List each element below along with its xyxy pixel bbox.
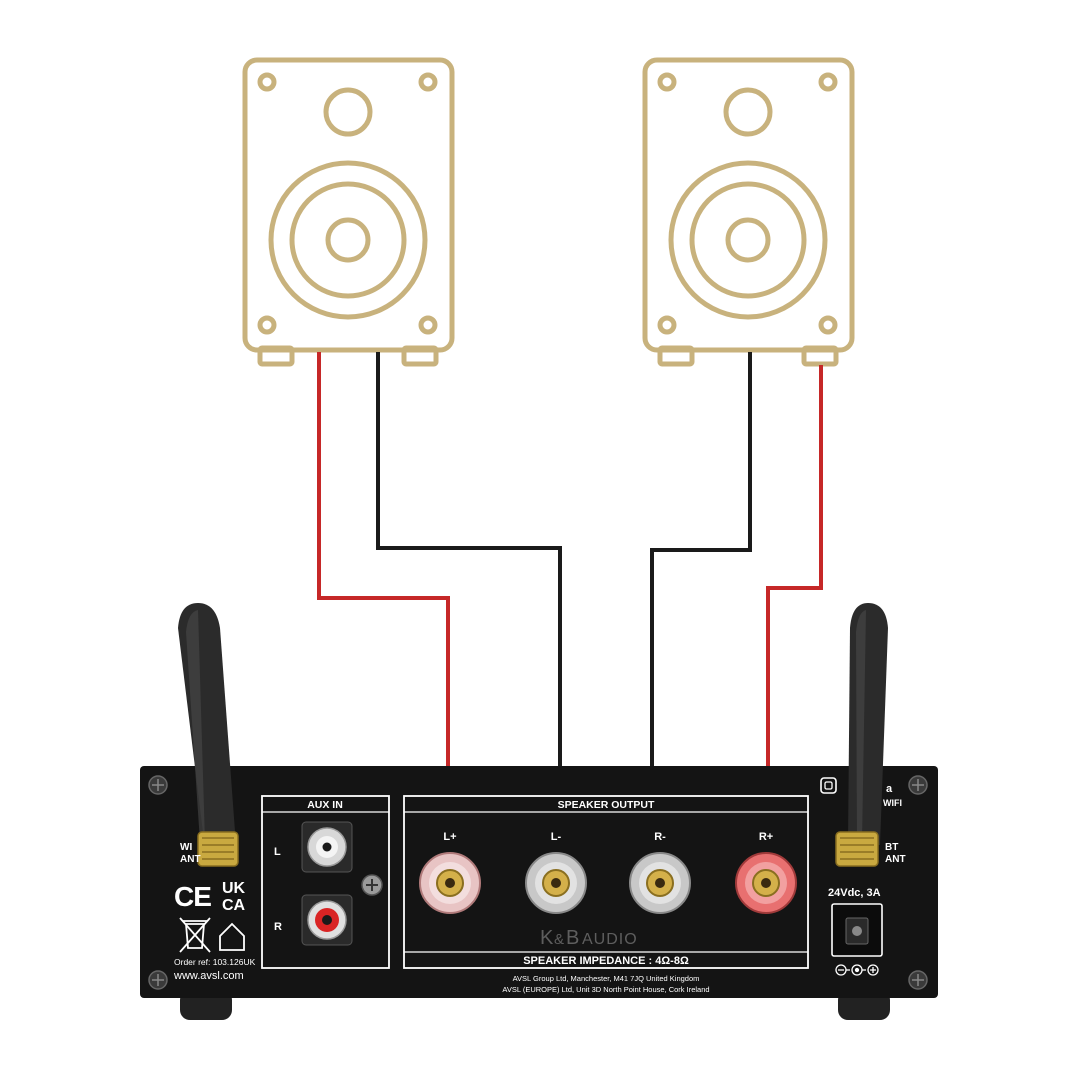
left-positive-wire — [317, 352, 450, 770]
right-negative-wire — [650, 352, 752, 770]
right-speaker-cabinet — [642, 57, 855, 353]
speaker-output-box — [403, 795, 809, 969]
left-speaker-screw-tr — [418, 72, 438, 92]
left-speaker-dustcap — [325, 217, 371, 263]
left-speaker-tweeter — [323, 87, 373, 137]
aux-in-box — [261, 795, 390, 969]
aux-r-label: R — [274, 921, 282, 933]
right-speaker-screw-bl — [657, 315, 677, 335]
right-speaker-foot-right — [801, 345, 839, 367]
bt-ant-label-2: ANT — [885, 854, 906, 865]
right-speaker — [642, 57, 855, 367]
wifi-top-label: WIFI — [883, 798, 902, 808]
left-speaker-foot-left — [257, 345, 295, 367]
kb-audio-logo: K & B AUDIO — [540, 927, 638, 949]
ukca-mark-line2: CA — [222, 897, 246, 914]
right-speaker-screw-tl — [657, 72, 677, 92]
left-speaker-woofer-outer — [268, 160, 428, 320]
right-speaker-foot-left — [657, 345, 695, 367]
bt-ant-label-1: BT — [885, 842, 898, 853]
website: www.avsl.com — [173, 970, 244, 982]
brand-b: B — [566, 927, 579, 949]
binding-post-r-plus[interactable] — [735, 852, 797, 914]
aux-l-rca-jack[interactable] — [301, 821, 353, 873]
left-negative-wire — [376, 352, 562, 770]
order-ref: Order ref: 103.126UK — [174, 957, 256, 967]
wifi-antenna-icon — [178, 603, 239, 867]
app-icon — [820, 777, 837, 794]
left-speaker-screw-bl — [257, 315, 277, 335]
speaker-output-title: SPEAKER OUTPUT — [558, 799, 655, 811]
terminal-label-l-minus: L- — [551, 831, 562, 843]
brand-ampersand: & — [554, 931, 564, 948]
right-speaker-screw-tr — [818, 72, 838, 92]
binding-post-l-plus[interactable] — [419, 852, 481, 914]
speaker-impedance: SPEAKER IMPEDANCE : 4Ω-8Ω — [523, 955, 689, 967]
panel-screws — [148, 775, 928, 990]
dc-power-jack[interactable] — [831, 903, 883, 957]
aux-in-title: AUX IN — [307, 799, 343, 811]
crossed-bin-icon — [179, 917, 211, 953]
left-speaker — [242, 57, 455, 367]
dc-polarity-icon — [835, 964, 879, 976]
terminal-label-r-minus: R- — [654, 831, 666, 843]
right-positive-wire — [766, 365, 823, 770]
ce-mark: CE — [174, 881, 211, 912]
brand-audio: AUDIO — [582, 931, 638, 948]
right-speaker-dustcap — [725, 217, 771, 263]
aux-l-label: L — [274, 846, 281, 858]
binding-post-l-minus[interactable] — [525, 852, 587, 914]
right-speaker-tweeter — [723, 87, 773, 137]
power-label: 24Vdc, 3A — [828, 887, 881, 899]
ground-screw — [361, 874, 383, 896]
wifi-ant-label-1: WI — [180, 842, 192, 853]
right-speaker-screw-br — [818, 315, 838, 335]
left-speaker-screw-br — [418, 315, 438, 335]
left-speaker-woofer-inner — [289, 181, 407, 299]
terminal-label-l-plus: L+ — [443, 831, 456, 843]
left-speaker-cabinet — [242, 57, 455, 353]
bt-antenna-icon — [835, 603, 888, 867]
aux-r-rca-jack[interactable] — [301, 894, 353, 946]
binding-post-r-minus[interactable] — [629, 852, 691, 914]
terminal-label-r-plus: R+ — [759, 831, 773, 843]
app-label: a — [886, 783, 893, 795]
house-icon — [219, 922, 245, 951]
right-speaker-woofer-inner — [689, 181, 807, 299]
wifi-ant-label-2: ANT — [180, 854, 201, 865]
left-speaker-foot-right — [401, 345, 439, 367]
right-speaker-woofer-outer — [668, 160, 828, 320]
ukca-mark-line1: UK — [222, 880, 246, 897]
left-speaker-screw-tl — [257, 72, 277, 92]
address-line-2: AVSL (EUROPE) Ltd, Unit 3D North Point H… — [502, 985, 709, 994]
brand-k: K — [540, 927, 554, 949]
address-line-1: AVSL Group Ltd, Manchester, M41 7JQ Unit… — [513, 974, 700, 983]
